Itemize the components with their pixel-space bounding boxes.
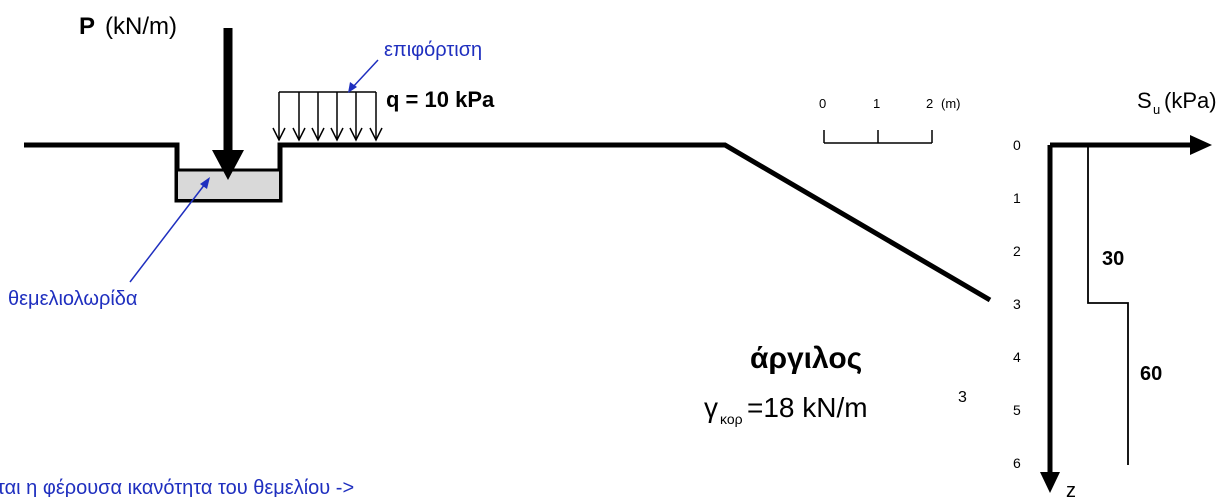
load-unit: (kN/m) [105, 13, 177, 40]
surcharge-pointer [348, 59, 379, 93]
ground-surface-line [24, 142, 992, 303]
depth-tick-0: 0 [1013, 137, 1021, 153]
su-layer-2-value: 60 [1140, 363, 1162, 385]
footing-pointer [129, 177, 210, 283]
surcharge-value: q = 10 kPa [386, 87, 495, 112]
su-axis-symbol: S [1137, 88, 1152, 113]
su-axis-unit: (kPa) [1164, 88, 1217, 113]
su-profile-line [1087, 145, 1129, 465]
scale-unit: (m) [941, 96, 961, 111]
su-layer-1-value: 30 [1102, 248, 1124, 270]
surcharge-annotation: επιφόρτιση [384, 39, 482, 61]
gamma-symbol: γ [704, 392, 718, 423]
surcharge-arrows [272, 91, 383, 142]
scale-tick-2: 2 [926, 96, 933, 111]
footer-text: ται η φέρουσα ικανότητα του θεμελίου -> [0, 477, 354, 497]
load-symbol: P [79, 13, 95, 40]
scale-tick-1: 1 [873, 96, 880, 111]
load-arrow [212, 28, 244, 180]
depth-tick-2: 2 [1013, 243, 1021, 259]
depth-tick-4: 4 [1013, 349, 1021, 365]
gamma-subscript: κορ [720, 411, 743, 427]
gamma-exponent: 3 [958, 389, 967, 406]
depth-axis-label: z [1066, 480, 1076, 497]
strength-axes [1040, 135, 1212, 493]
depth-tick-1: 1 [1013, 190, 1021, 206]
scale-tick-0: 0 [819, 96, 826, 111]
soil-name: άργιλος [750, 342, 862, 375]
footing-annotation: θεμελιολωρίδα [8, 288, 138, 310]
depth-tick-6: 6 [1013, 455, 1021, 471]
su-axis-subscript: u [1153, 102, 1160, 117]
gamma-value: =18 kN/m [747, 392, 868, 423]
depth-tick-5: 5 [1013, 402, 1021, 418]
depth-tick-3: 3 [1013, 296, 1021, 312]
scale-bar [823, 130, 933, 144]
